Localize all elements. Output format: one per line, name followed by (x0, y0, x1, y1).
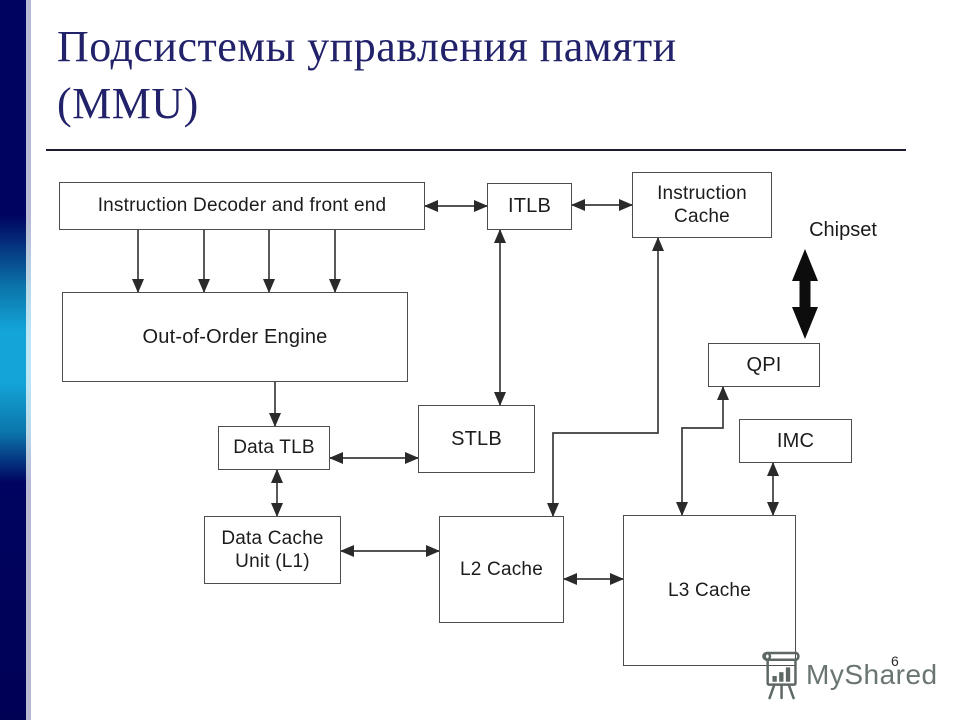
node-data-cache-unit-label: Data Cache Unit (L1) (221, 527, 324, 572)
node-itlb-label: ITLB (507, 195, 552, 218)
myshared-watermark: MyShared (760, 648, 960, 708)
easel-chart-icon (762, 651, 800, 700)
node-out-of-order-engine-label: Out-of-Order Engine (142, 325, 328, 348)
node-l3-cache-label: L3 Cache (668, 579, 751, 601)
node-l2-cache-label: L2 Cache (460, 558, 543, 580)
chipset-label: Chipset (809, 219, 877, 241)
page-number: 6 (891, 653, 899, 669)
node-l3-cache: L3 Cache (623, 515, 796, 666)
node-stlb-label: STLB (451, 427, 502, 450)
node-itlb: ITLB (487, 183, 572, 230)
node-l2-cache: L2 Cache (439, 516, 564, 623)
left-accent-bar-edge (26, 0, 31, 720)
slide-title-line2: (MMU) (57, 79, 199, 128)
title-underline (46, 149, 906, 151)
node-instruction-cache: Instruction Cache (632, 172, 772, 238)
edge-qpi-l3-elbow (676, 386, 729, 516)
node-instruction-decoder: Instruction Decoder and front end (59, 182, 425, 230)
myshared-watermark-text: MyShared (806, 659, 938, 690)
node-qpi: QPI (708, 343, 820, 387)
node-data-tlb-label: Data TLB (233, 437, 315, 459)
edge-icache-l2-elbow (547, 237, 664, 517)
node-data-tlb: Data TLB (218, 426, 330, 470)
node-imc-label: IMC (776, 429, 815, 452)
node-imc: IMC (739, 419, 852, 463)
node-qpi-label: QPI (746, 353, 782, 376)
slide-title: Подсистемы управления памяти (MMU) (57, 18, 887, 132)
edge-chipset-qpi-thick-arrow (792, 249, 818, 339)
slide-title-line1: Подсистемы управления памяти (57, 22, 677, 71)
node-data-cache-unit: Data Cache Unit (L1) (204, 516, 341, 584)
node-stlb: STLB (418, 405, 535, 473)
node-out-of-order-engine: Out-of-Order Engine (62, 292, 408, 382)
node-instruction-cache-label: Instruction Cache (657, 182, 747, 227)
left-accent-bar (0, 0, 26, 720)
node-instruction-decoder-label: Instruction Decoder and front end (97, 195, 387, 217)
